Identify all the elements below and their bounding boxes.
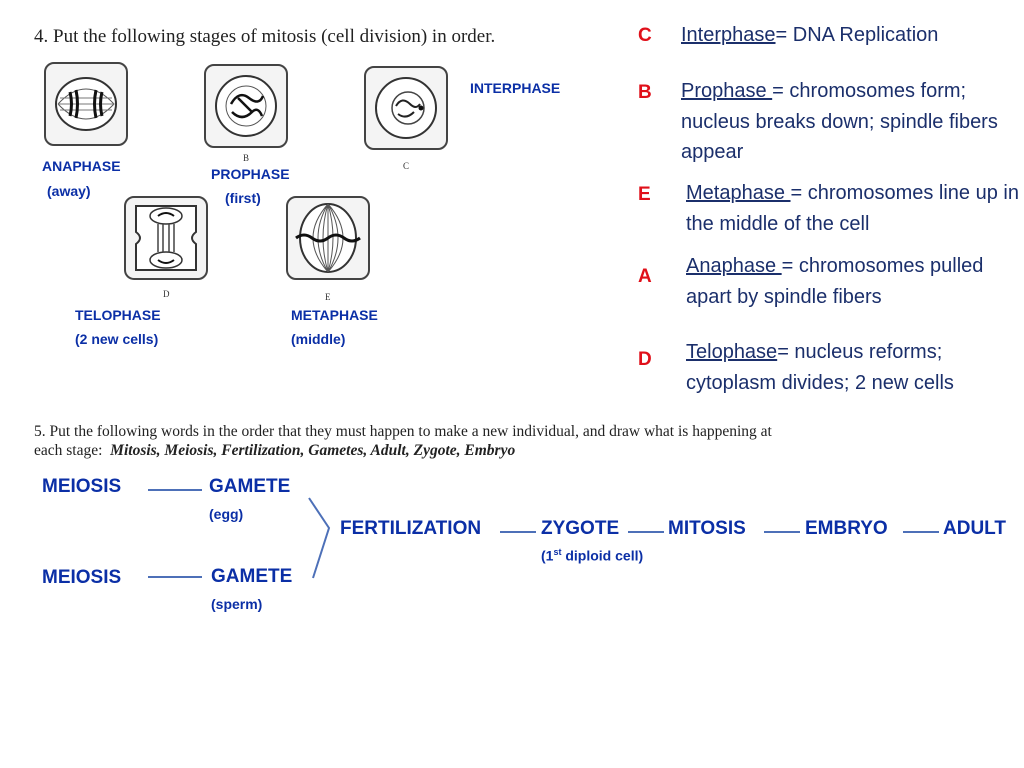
metaphase-cell-image [295,203,361,273]
flow-connector [903,531,939,533]
flow-connector [764,531,800,533]
answer-letter: B [638,82,652,103]
prophase-label: PROPHASE [211,166,290,182]
answer-term: Interphase [681,24,776,46]
question-5-line-1: 5. Put the following words in the order … [34,423,772,440]
flow-zygote-note: (1st diploid cell) [541,547,643,564]
zygote-note-end: diploid cell) [561,547,644,564]
flow-zygote: ZYGOTE [541,518,620,539]
answer-term: Anaphase [686,255,782,277]
interphase-cell-image [375,77,437,139]
answer-letter: E [638,184,651,205]
flow-connector [628,531,664,533]
flow-mitosis: MITOSIS [668,518,746,539]
flow-gamete-sperm-note: (sperm) [211,596,263,612]
answer-definition: Prophase = chromosomes form; nucleus bre… [681,76,1016,168]
answer-text: = nucleus reforms; cytoplasm divides; 2 … [686,341,954,394]
answer-text: = chromosomes pulled apart by spindle fi… [686,255,984,308]
diagram-caption-c: C [403,161,410,171]
flow-connector [500,531,536,533]
flow-gamete-egg-note: (egg) [209,506,244,522]
zygote-note-start: (1 [541,547,554,564]
anaphase-diagram [44,62,128,146]
metaphase-label: METAPHASE [291,307,378,323]
diagram-caption-e: E [325,292,331,302]
anaphase-note: (away) [47,183,91,199]
telophase-cell-image [135,205,197,271]
answer-definition: Metaphase = chromosomes line up in the m… [686,178,1021,239]
answer-term: Prophase [681,80,773,102]
flow-bracket [308,497,331,579]
question-5-word-list: Mitosis, Meiosis, Fertilization, Gametes… [110,442,516,459]
answer-term: Metaphase [686,182,791,204]
telophase-note: (2 new cells) [75,331,159,347]
answer-definition: Telophase= nucleus reforms; cytoplasm di… [686,337,1006,398]
telophase-label: TELOPHASE [75,307,161,323]
telophase-diagram [124,196,208,280]
answer-definition: Interphase= DNA Replication [681,20,1011,51]
interphase-label: INTERPHASE [470,80,561,96]
answer-letter: C [638,25,652,46]
zygote-note-superscript: st [553,547,562,557]
flow-adult: ADULT [943,518,1006,539]
answer-text: = chromosomes line up in the middle of t… [686,182,1019,235]
answer-letter: D [638,349,652,370]
prophase-note: (first) [225,190,261,206]
metaphase-note: (middle) [291,331,346,347]
answer-letter: A [638,266,652,287]
question-5-line-2: each stage: Mitosis, Meiosis, Fertilizat… [34,441,974,460]
metaphase-diagram [286,196,370,280]
interphase-diagram [364,66,448,150]
diagram-caption-d: D [163,289,170,299]
answer-term: Telophase [686,341,778,363]
flow-connector [148,576,202,578]
diagram-caption-b: B [243,153,250,163]
prophase-diagram [204,64,288,148]
answer-text: = DNA Replication [775,24,939,46]
question-4-title: 4. Put the following stages of mitosis (… [34,26,496,47]
answer-definition: Anaphase = chromosomes pulled apart by s… [686,251,996,312]
flow-meiosis-top: MEIOSIS [42,476,122,497]
flow-fertilization: FERTILIZATION [340,518,482,539]
question-5-prefix: each stage: [34,442,103,459]
flow-connector [148,489,202,491]
flow-meiosis-bottom: MEIOSIS [42,567,122,588]
flow-gamete-sperm: GAMETE [211,566,293,587]
answer-text: = chromosomes form; nucleus breaks down;… [681,80,998,163]
prophase-cell-image [215,75,277,137]
anaphase-cell-image [55,77,117,131]
question-5-prompt: 5. Put the following words in the order … [34,422,974,460]
flow-gamete-egg: GAMETE [209,476,291,497]
flow-embryo: EMBRYO [805,518,888,539]
anaphase-label: ANAPHASE [42,158,121,174]
